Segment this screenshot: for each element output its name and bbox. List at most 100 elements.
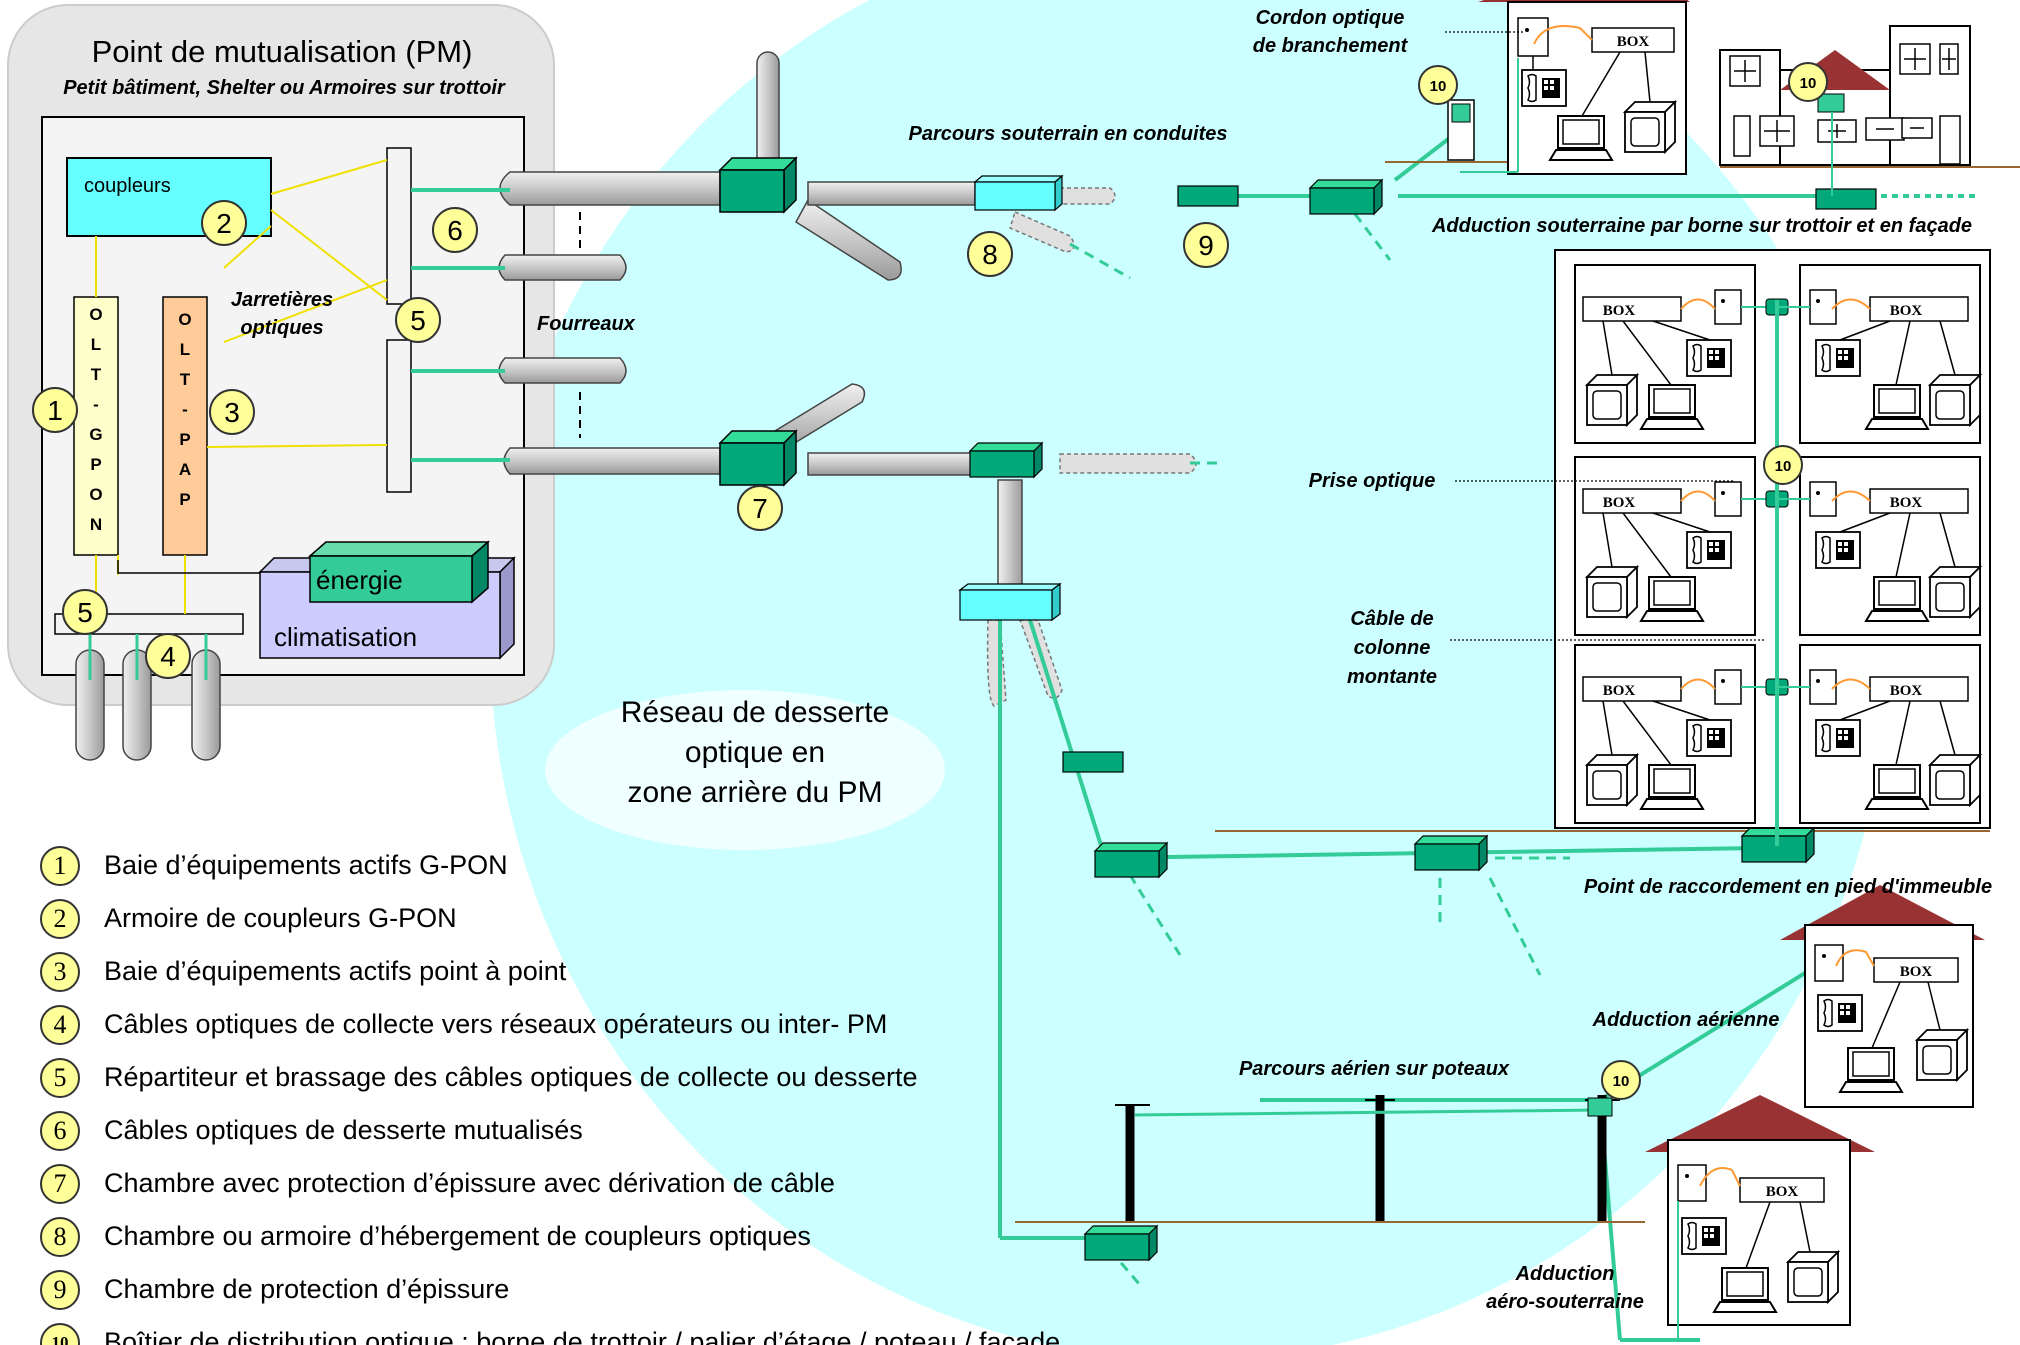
svg-text:optiques: optiques bbox=[240, 317, 323, 339]
svg-text:BOX: BOX bbox=[1617, 34, 1650, 50]
energy-label: énergie bbox=[316, 565, 403, 595]
legend-number: 6 bbox=[40, 1111, 80, 1151]
svg-text:9: 9 bbox=[1198, 230, 1214, 261]
svg-text:Jarretières: Jarretières bbox=[231, 289, 333, 311]
marker-10-facade: 10 bbox=[1788, 62, 1828, 102]
svg-text:BOX: BOX bbox=[1603, 303, 1636, 319]
marker-5-frame: 5 bbox=[395, 297, 441, 343]
apartment-unit: BOX bbox=[1809, 289, 1981, 430]
legend-number: 9 bbox=[40, 1270, 80, 1310]
legend-number: 5 bbox=[40, 1058, 80, 1098]
aerial-drop-label: Adduction aérienne bbox=[1592, 1009, 1780, 1031]
svg-text:10: 10 bbox=[1775, 458, 1792, 475]
riser-cable-label: Câble de colonne montante bbox=[1347, 608, 1437, 688]
legend-text: Chambre ou armoire d’hébergement de coup… bbox=[104, 1221, 811, 1251]
svg-text:6: 6 bbox=[447, 215, 463, 246]
aerial-poles bbox=[1115, 1095, 1620, 1222]
legend-text: Chambre de protection d’épissure bbox=[104, 1274, 510, 1304]
svg-text:5: 5 bbox=[77, 597, 93, 628]
apartment-unit: BOX bbox=[1582, 481, 1742, 622]
optical-socket-label: Prise optique bbox=[1309, 470, 1436, 492]
chamber-lower-right bbox=[1414, 835, 1488, 871]
svg-text:BOX: BOX bbox=[1766, 1184, 1799, 1200]
svg-text:BOX: BOX bbox=[1603, 683, 1636, 699]
house-top: BOX bbox=[1460, 0, 1690, 175]
legend-text: Armoire de coupleurs G-PON bbox=[104, 903, 457, 933]
power-link bbox=[117, 560, 318, 574]
chamber-lower-junction bbox=[969, 442, 1043, 478]
svg-text:5: 5 bbox=[410, 305, 426, 336]
legend-number: 7 bbox=[40, 1164, 80, 1204]
olt-pap-rack bbox=[162, 296, 208, 556]
aerial-route-label: Parcours aérien sur poteaux bbox=[1239, 1058, 1510, 1080]
fourreaux-label: Fourreaux bbox=[537, 313, 636, 335]
svg-text:BOX: BOX bbox=[1900, 964, 1933, 980]
svg-text:aéro-souterraine: aéro-souterraine bbox=[1486, 1291, 1644, 1313]
svg-text:BOX: BOX bbox=[1890, 683, 1923, 699]
chamber-7 bbox=[719, 430, 797, 486]
svg-text:BOX: BOX bbox=[1603, 495, 1636, 511]
legend-item: 5 Répartiteur et brassage des câbles opti… bbox=[40, 1052, 1180, 1105]
marker-6: 6 bbox=[432, 207, 478, 253]
svg-text:BOX: BOX bbox=[1890, 303, 1923, 319]
legend-number: 8 bbox=[40, 1217, 80, 1257]
apartment-unit: BOX bbox=[1809, 669, 1981, 810]
climatisation-label: climatisation bbox=[274, 622, 417, 652]
legend-item: 8 Chambre ou armoire d’hébergement de cou… bbox=[40, 1211, 1180, 1264]
marker-8: 8 bbox=[967, 231, 1013, 277]
svg-text:10: 10 bbox=[1800, 75, 1817, 92]
svg-text:montante: montante bbox=[1347, 666, 1437, 688]
olt-letter: G bbox=[89, 425, 102, 444]
olt-letter: P bbox=[179, 430, 190, 449]
svg-text:10: 10 bbox=[1613, 1073, 1630, 1090]
apartment-units: BOX BOX BOX BOX bbox=[1582, 289, 1981, 810]
street-cabinet bbox=[1447, 99, 1475, 161]
svg-text:BOX: BOX bbox=[1890, 495, 1923, 511]
collection-cables bbox=[75, 634, 221, 761]
marker-5-bottom: 5 bbox=[62, 589, 108, 635]
marker-9: 9 bbox=[1183, 222, 1229, 268]
marker-3: 3 bbox=[209, 389, 255, 435]
distribution-frame-bottom bbox=[386, 339, 412, 493]
pm-subtitle: Petit bâtiment, Shelter ou Armoires sur … bbox=[63, 77, 506, 99]
legend-text: Boîtier de distribution optique : borne … bbox=[104, 1327, 1061, 1345]
svg-text:zone arrière du PM: zone arrière du PM bbox=[627, 776, 882, 809]
olt-letter: A bbox=[179, 460, 191, 479]
svg-text:8: 8 bbox=[982, 239, 998, 270]
chamber-upper-right bbox=[1309, 179, 1383, 215]
aero-underground-label: Adduction aéro-souterraine bbox=[1486, 1263, 1644, 1313]
pm-title: Point de mutualisation (PM) bbox=[92, 34, 473, 69]
zone-title-cloud bbox=[545, 690, 945, 850]
apartment-unit: BOX bbox=[1582, 669, 1742, 810]
olt-letter: T bbox=[91, 365, 102, 384]
legend-text: Répartiteur et brassage des câbles optiq… bbox=[104, 1062, 918, 1092]
svg-text:1: 1 bbox=[47, 395, 63, 426]
svg-text:Cordon optique: Cordon optique bbox=[1256, 7, 1405, 29]
olt-letter: N bbox=[90, 515, 102, 534]
svg-text:2: 2 bbox=[216, 208, 232, 239]
apartment-unit: BOX bbox=[1582, 289, 1742, 430]
apartment-unit: BOX bbox=[1809, 481, 1981, 622]
svg-text:optique en: optique en bbox=[685, 736, 825, 769]
optical-jumpers bbox=[95, 159, 388, 614]
legend-text: Câbles optiques de collecte vers réseaux… bbox=[104, 1009, 888, 1039]
olt-letter: L bbox=[91, 335, 101, 354]
svg-text:3: 3 bbox=[224, 397, 240, 428]
house-aero-underground: BOX bbox=[1645, 1095, 1875, 1338]
marker-10-floor: 10 bbox=[1763, 445, 1803, 485]
legend-text: Baie d’équipements actifs G-PON bbox=[104, 850, 508, 880]
svg-text:colonne: colonne bbox=[1354, 637, 1431, 659]
serving-zone-background bbox=[490, 0, 1890, 1345]
underground-drop-label: Adduction souterraine par borne sur trot… bbox=[1431, 215, 1972, 237]
olt-letter: - bbox=[93, 395, 99, 414]
svg-text:Câble de: Câble de bbox=[1350, 608, 1433, 630]
